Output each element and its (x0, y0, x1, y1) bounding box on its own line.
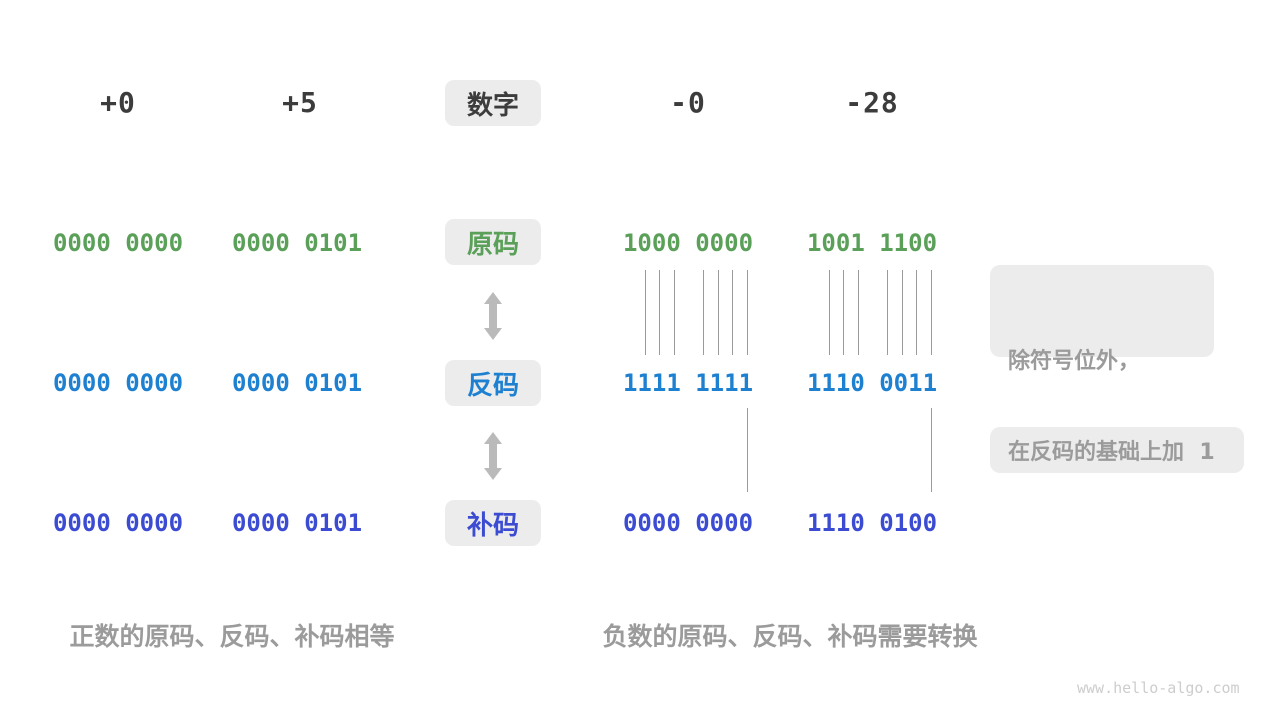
ones-complement-value: 1111 1111 (622, 369, 754, 397)
bit-connector-line (645, 270, 646, 355)
sign-magnitude-value: 0000 0101 (231, 229, 363, 257)
bit-connector-line (931, 270, 932, 355)
negative-numbers-caption: 负数的原码、反码、补码需要转换 (602, 622, 978, 651)
bit-connector-line (887, 270, 888, 355)
sign-magnitude-value: 1001 1100 (806, 229, 938, 257)
bit-connector-line (659, 270, 660, 355)
ones-complement-value: 0000 0000 (52, 369, 184, 397)
bit-connector-line (674, 270, 675, 355)
bit-connector-line (718, 270, 719, 355)
up-down-arrow-icon (484, 292, 502, 340)
invert-bits-note-line1: 除符号位外， (1008, 349, 1141, 374)
header-number-pos-five: +5 (282, 86, 318, 119)
twos-complement-value: 0000 0101 (231, 509, 363, 537)
header-number-neg-28: -28 (845, 86, 899, 119)
number-label-box: 数字 (445, 80, 541, 126)
bit-connector-line (843, 270, 844, 355)
add-one-note: 在反码的基础上加 1 (990, 427, 1244, 473)
bit-connector-line (703, 270, 704, 355)
ones-complement-label-box: 反码 (445, 360, 541, 406)
bit-connector-line (829, 270, 830, 355)
twos-complement-value: 0000 0000 (52, 509, 184, 537)
header-number-neg-zero: -0 (670, 86, 706, 119)
bit-connector-line (747, 270, 748, 355)
ones-complement-value: 0000 0101 (231, 369, 363, 397)
watermark: www.hello-algo.com (1077, 679, 1240, 697)
bit-connector-line (902, 270, 903, 355)
sign-magnitude-label-box: 原码 (445, 219, 541, 265)
bit-connector-line (858, 270, 859, 355)
bit-connector-line (931, 408, 932, 492)
up-down-arrow-icon (484, 432, 502, 480)
bit-connector-line (916, 270, 917, 355)
twos-complement-value: 1110 0100 (806, 509, 938, 537)
header-number-pos-zero: +0 (100, 86, 136, 119)
bit-connector-line (747, 408, 748, 492)
bit-connector-line (732, 270, 733, 355)
twos-complement-value: 0000 0000 (622, 509, 754, 537)
positive-numbers-caption: 正数的原码、反码、补码相等 (69, 622, 395, 651)
invert-bits-note: 除符号位外， 对其余所有位取反 (990, 265, 1214, 476)
twos-complement-label-box: 补码 (445, 500, 541, 546)
sign-magnitude-value: 1000 0000 (622, 229, 754, 257)
sign-magnitude-value: 0000 0000 (52, 229, 184, 257)
add-one-note-text: 在反码的基础上加 1 (1008, 440, 1215, 465)
ones-complement-value: 1110 0011 (806, 369, 938, 397)
